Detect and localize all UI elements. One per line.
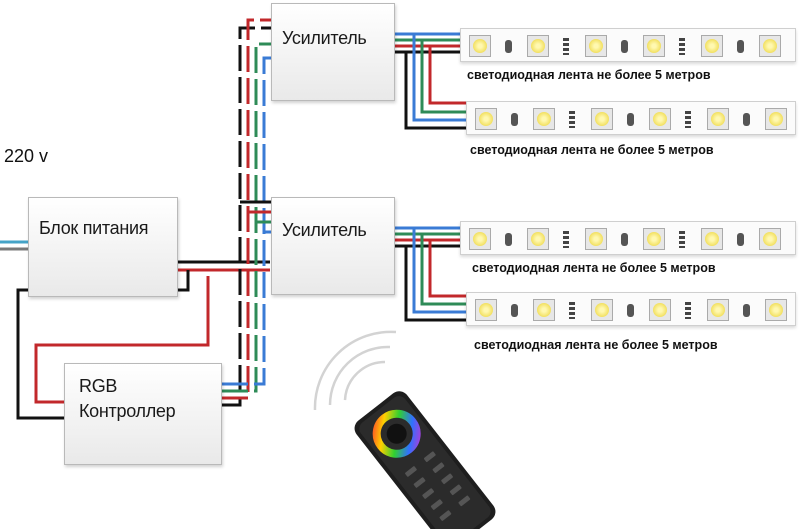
led-chip-icon (469, 228, 491, 250)
resistor-icon (621, 40, 628, 53)
led-chip-icon (527, 35, 549, 57)
resistor-icon (737, 233, 744, 246)
led-chip-icon (585, 35, 607, 57)
led-strip-2 (466, 101, 796, 135)
strip-caption-4: светодиодная лента не более 5 метров (474, 338, 718, 352)
rgb-controller-box: RGB Контроллер (64, 363, 222, 465)
led-chip-icon (475, 299, 497, 321)
resistor-icon (627, 304, 634, 317)
led-chip-icon (643, 35, 665, 57)
led-chip-icon (469, 35, 491, 57)
strip-caption-1: светодиодная лента не более 5 метров (467, 68, 711, 82)
bus-black (222, 26, 272, 407)
resistor-icon (737, 40, 744, 53)
led-chip-icon (475, 108, 497, 130)
resistor-icon (505, 233, 512, 246)
led-strip-4 (466, 292, 796, 326)
led-strip-1 (460, 28, 796, 62)
resistor-icon (511, 113, 518, 126)
amp2-strip4-black (404, 246, 468, 322)
led-chip-icon (759, 35, 781, 57)
resistor-icon (743, 304, 750, 317)
ic-chip-icon (563, 231, 569, 248)
amplifier-label-2: Усилитель (282, 220, 367, 240)
led-chip-icon (585, 228, 607, 250)
led-chip-icon (765, 108, 787, 130)
amp1-strip2-black (404, 52, 468, 130)
amp1-strip2-green (420, 40, 468, 114)
led-chip-icon (533, 299, 555, 321)
controller-label-line2: Контроллер (79, 401, 176, 421)
resistor-icon (627, 113, 634, 126)
bus-red (222, 18, 272, 400)
led-chip-icon (591, 299, 613, 321)
amplifier-box-2: Усилитель (271, 197, 395, 295)
resistor-icon (743, 113, 750, 126)
led-chip-icon (591, 108, 613, 130)
led-chip-icon (527, 228, 549, 250)
amp1-strip2-blue (412, 34, 468, 122)
amp1-strip2-red (428, 46, 468, 105)
amp2-strip4-red (428, 240, 468, 298)
led-strip-3 (460, 221, 796, 255)
led-chip-icon (649, 108, 671, 130)
ic-chip-icon (569, 111, 575, 128)
led-chip-icon (759, 228, 781, 250)
led-chip-icon (707, 299, 729, 321)
led-chip-icon (643, 228, 665, 250)
led-chip-icon (701, 35, 723, 57)
psu-black-to-controller (16, 270, 190, 420)
strip-caption-2: светодиодная лента не более 5 метров (470, 143, 714, 157)
ic-chip-icon (679, 231, 685, 248)
ic-chip-icon (679, 38, 685, 55)
ic-chip-icon (563, 38, 569, 55)
resistor-icon (511, 304, 518, 317)
led-chip-icon (533, 108, 555, 130)
ic-chip-icon (569, 302, 575, 319)
bus-green (222, 42, 272, 393)
resistor-icon (505, 40, 512, 53)
psu-red-to-controller (34, 276, 210, 404)
power-supply-box: Блок питания (28, 197, 178, 297)
wireless-signal-icon (313, 330, 397, 411)
ic-chip-icon (685, 111, 691, 128)
ic-chip-icon (685, 302, 691, 319)
resistor-icon (621, 233, 628, 246)
strip-caption-3: светодиодная лента не более 5 метров (472, 261, 716, 275)
amplifier-label-1: Усилитель (282, 28, 367, 48)
amp2-strip4-green (420, 234, 468, 306)
led-chip-icon (707, 108, 729, 130)
voltage-label: 220 v (4, 146, 49, 166)
controller-label-line1: RGB (79, 376, 118, 396)
led-chip-icon (701, 228, 723, 250)
power-supply-label: Блок питания (39, 218, 149, 238)
amp2-strip4-blue (412, 228, 468, 314)
amplifier-box-1: Усилитель (271, 3, 395, 101)
remote-control-icon (354, 391, 496, 529)
led-chip-icon (649, 299, 671, 321)
led-chip-icon (765, 299, 787, 321)
